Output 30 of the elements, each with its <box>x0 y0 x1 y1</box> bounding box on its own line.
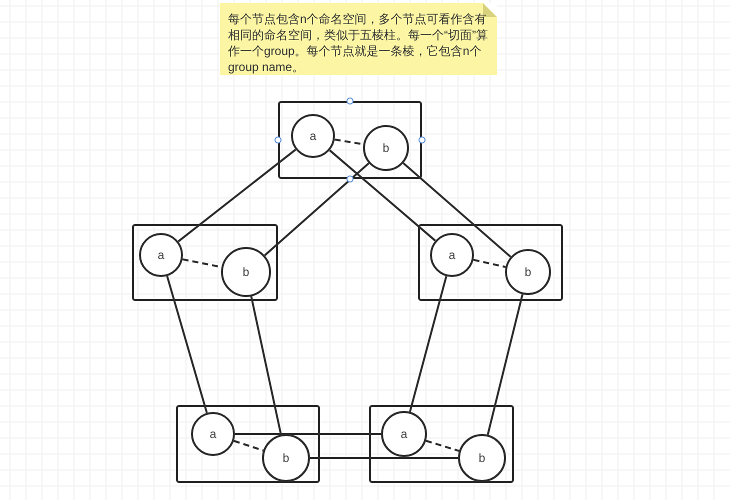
connector-line <box>329 150 436 242</box>
circle: b <box>458 434 506 482</box>
circle: b <box>221 247 271 297</box>
connector-line <box>486 294 524 435</box>
connector-line <box>250 296 282 435</box>
connector-line <box>235 433 381 435</box>
circle: a <box>139 233 183 277</box>
connector-line <box>178 148 296 242</box>
circle: b <box>262 434 310 482</box>
connector-line <box>402 162 512 258</box>
sticky-note: 每个节点包含n个命名空间，多个节点可看作含有相同的命名空间，类似于五棱柱。每一个“切面”算作一个group。每个节点就是一条棱，它包含n个group name。 <box>220 3 497 75</box>
connector-line <box>408 276 448 412</box>
rectangle-box <box>278 101 422 179</box>
circle: a <box>381 411 427 457</box>
circle: a <box>430 233 474 277</box>
connector-line <box>264 162 370 256</box>
rectangle-box <box>132 224 278 301</box>
rectangle-box <box>369 405 514 483</box>
circle: b <box>505 249 551 295</box>
rectangle-box <box>176 405 320 483</box>
dashed-line <box>234 440 264 452</box>
circle: a <box>191 412 235 456</box>
dashed-line <box>473 258 506 268</box>
connector-line <box>166 276 208 414</box>
rectangle-box <box>418 224 563 301</box>
dashed-line <box>426 440 460 452</box>
dashed-line <box>334 138 364 146</box>
circle: b <box>363 125 409 171</box>
connector-line <box>310 457 458 459</box>
circle: a <box>291 114 335 158</box>
